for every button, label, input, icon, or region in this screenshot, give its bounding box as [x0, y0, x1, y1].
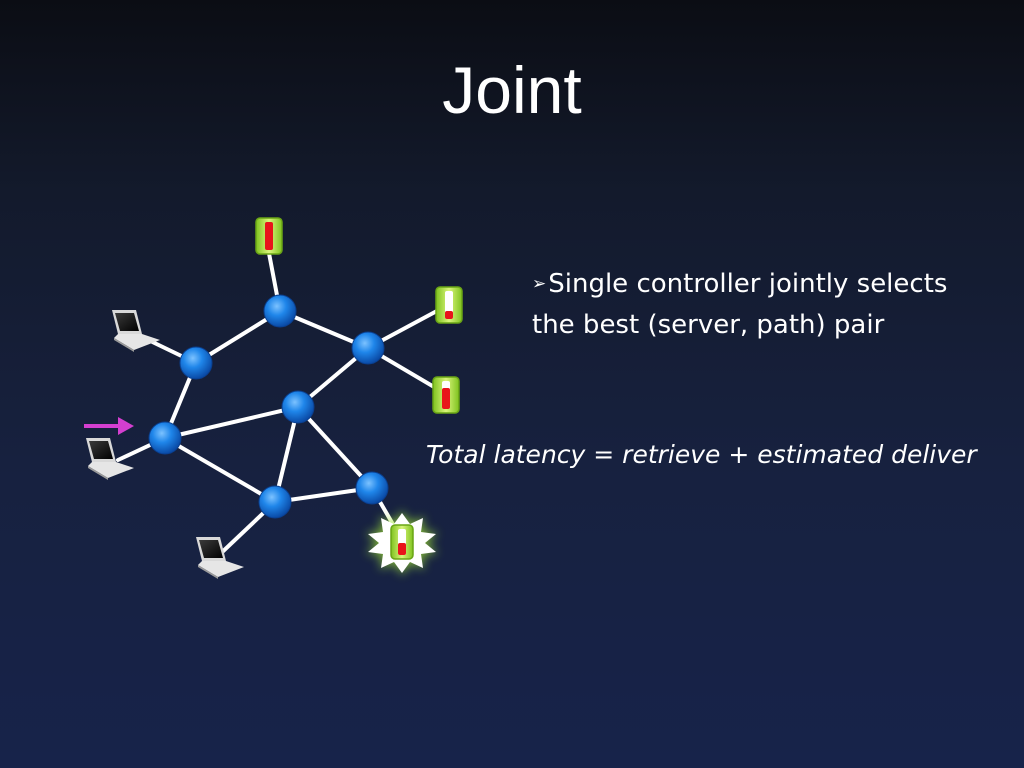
link	[296, 405, 374, 490]
laptop-icon	[86, 438, 134, 480]
bullet-text: Single controller jointly selects the be…	[532, 269, 948, 340]
switch-nodes	[148, 294, 389, 519]
bullet-point: ➢Single controller jointly selects the b…	[532, 264, 992, 346]
laptop-icon	[196, 537, 244, 579]
switch-node-icon	[179, 346, 213, 380]
latency-formula: Total latency = retrieve + estimated del…	[426, 440, 977, 469]
selected-server-burst-icon	[366, 511, 438, 575]
bullet-marker-icon: ➢	[532, 274, 547, 294]
server-icon	[255, 217, 283, 255]
laptop-icon	[112, 310, 160, 352]
request-arrow-icon	[84, 417, 134, 435]
switch-node-icon	[148, 421, 182, 455]
switch-node-icon	[281, 390, 315, 424]
switch-node-icon	[355, 471, 389, 505]
switch-node-icon	[258, 485, 292, 519]
server-icon	[435, 286, 463, 324]
server-icon	[432, 376, 460, 414]
switch-node-icon	[351, 331, 385, 365]
switch-node-icon	[263, 294, 297, 328]
link	[163, 405, 300, 440]
link	[163, 436, 277, 504]
slide-title: Joint	[442, 53, 582, 127]
